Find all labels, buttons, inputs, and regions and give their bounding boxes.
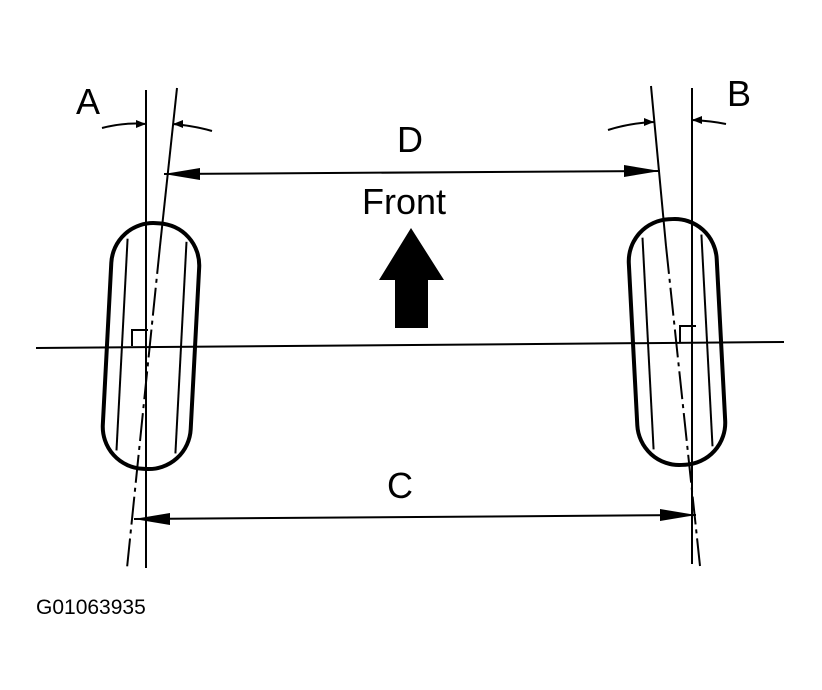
figure-id: G01063935	[36, 596, 146, 619]
left-tire-inner-line-inner	[174, 241, 188, 454]
left-wheel-axis-solid	[159, 87, 178, 247]
dimension-d	[163, 165, 661, 180]
toe-angle-a	[101, 120, 213, 132]
right-wheel	[626, 217, 728, 467]
right-tire-inner-line-outer	[700, 234, 714, 447]
front-arrow	[379, 228, 444, 328]
left-wheel	[100, 221, 202, 472]
right-wheel-axis-dashdot	[665, 245, 701, 567]
left-tire-outline	[100, 221, 202, 472]
axle-centerline	[35, 341, 785, 349]
label-a: A	[76, 81, 100, 122]
dimension-c	[133, 509, 697, 525]
left-wheel-axis-dashdot	[126, 245, 161, 569]
label-d: D	[397, 119, 423, 160]
left-right-angle-mark	[131, 329, 148, 346]
right-right-angle-mark	[679, 325, 696, 342]
right-tire-outline	[626, 217, 728, 467]
label-c: C	[387, 465, 413, 506]
toe-angle-b	[607, 116, 727, 131]
left-tire-inner-line-outer	[115, 238, 129, 451]
right-tire-inner-line-inner	[641, 237, 655, 450]
right-wheel-axis-solid	[650, 85, 667, 247]
label-front: Front	[362, 181, 446, 222]
label-b: B	[727, 73, 751, 114]
